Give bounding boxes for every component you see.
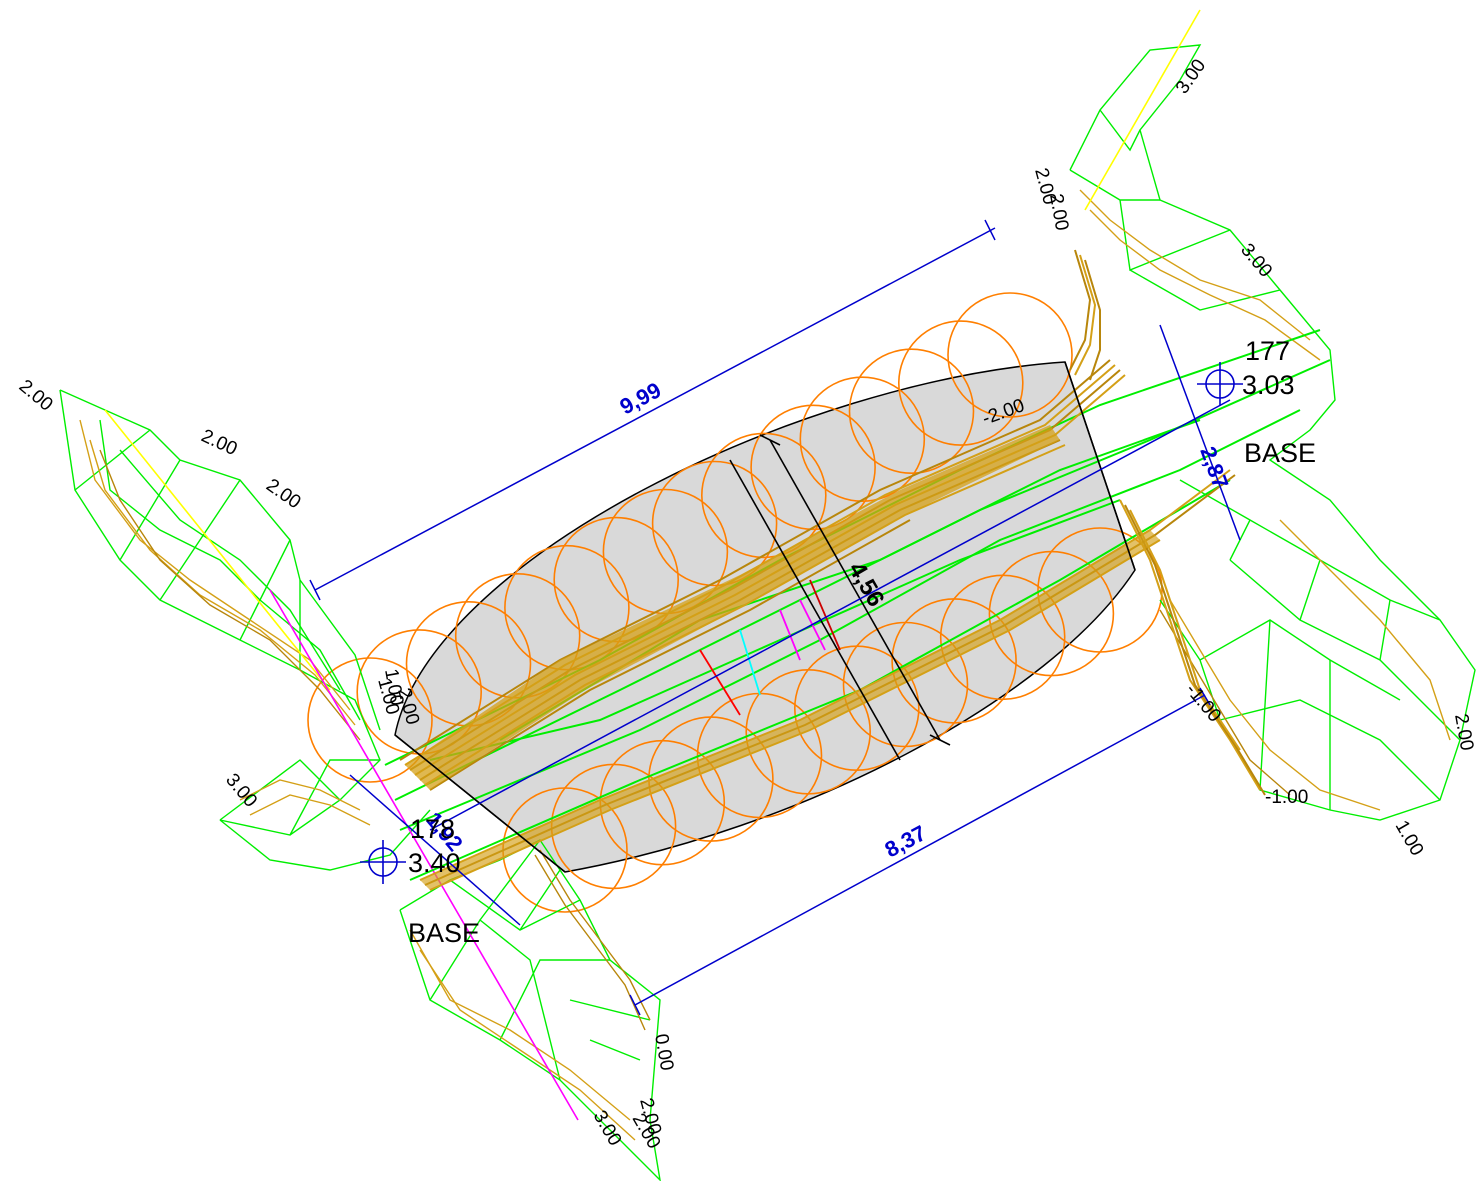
elevation-label: 2.00 [1450,712,1477,752]
channel-fill [405,425,1160,890]
station-right-tag: BASE [1244,438,1316,468]
station-right-elevation: 3.03 [1242,370,1295,400]
elevation-label: 3.00 [221,770,261,812]
scour-circle [1037,527,1163,653]
scour-circle [700,432,827,559]
elevation-label: 2.00 [15,376,57,416]
terrain-mesh-bottom-left [399,839,662,1183]
elevation-label: 2.00 [198,425,240,460]
dimension-bottom-label: 8,37 [881,820,931,862]
station-left-number: 178 [410,814,455,844]
scour-circle [848,348,975,475]
elevation-label: 2.00 [262,475,304,513]
elevation-label: -1.00 [1265,787,1308,808]
elevation-label: 3.00 [589,1107,626,1150]
scour-circle [799,376,926,503]
section-marks [699,579,841,716]
elevation-label: 3.00 [1172,56,1210,98]
dimension-lines [309,219,1241,1016]
scour-circle [897,320,1024,446]
station-right-number: 177 [1245,336,1290,366]
elevation-label: 3.00 [1236,240,1276,282]
dimension-top-label: 9,99 [616,377,666,419]
scour-circle [947,292,1073,418]
axis-yellow [104,9,1201,691]
scour-circle [307,657,433,783]
elevation-label: 2.00 [1045,192,1072,232]
terrain-mesh-right [1069,44,1476,821]
elevation-label: 1.00 [1391,817,1428,860]
scour-circle [750,404,876,531]
station-left-tag: BASE [408,918,480,948]
station-left-symbol [360,840,406,884]
dimension-right-label: 2,87 [1195,443,1233,492]
scour-circle [651,460,778,587]
station-left-elevation: 3.40 [408,848,461,878]
station-right-symbol [1197,362,1243,406]
axis-magenta [269,589,579,1121]
